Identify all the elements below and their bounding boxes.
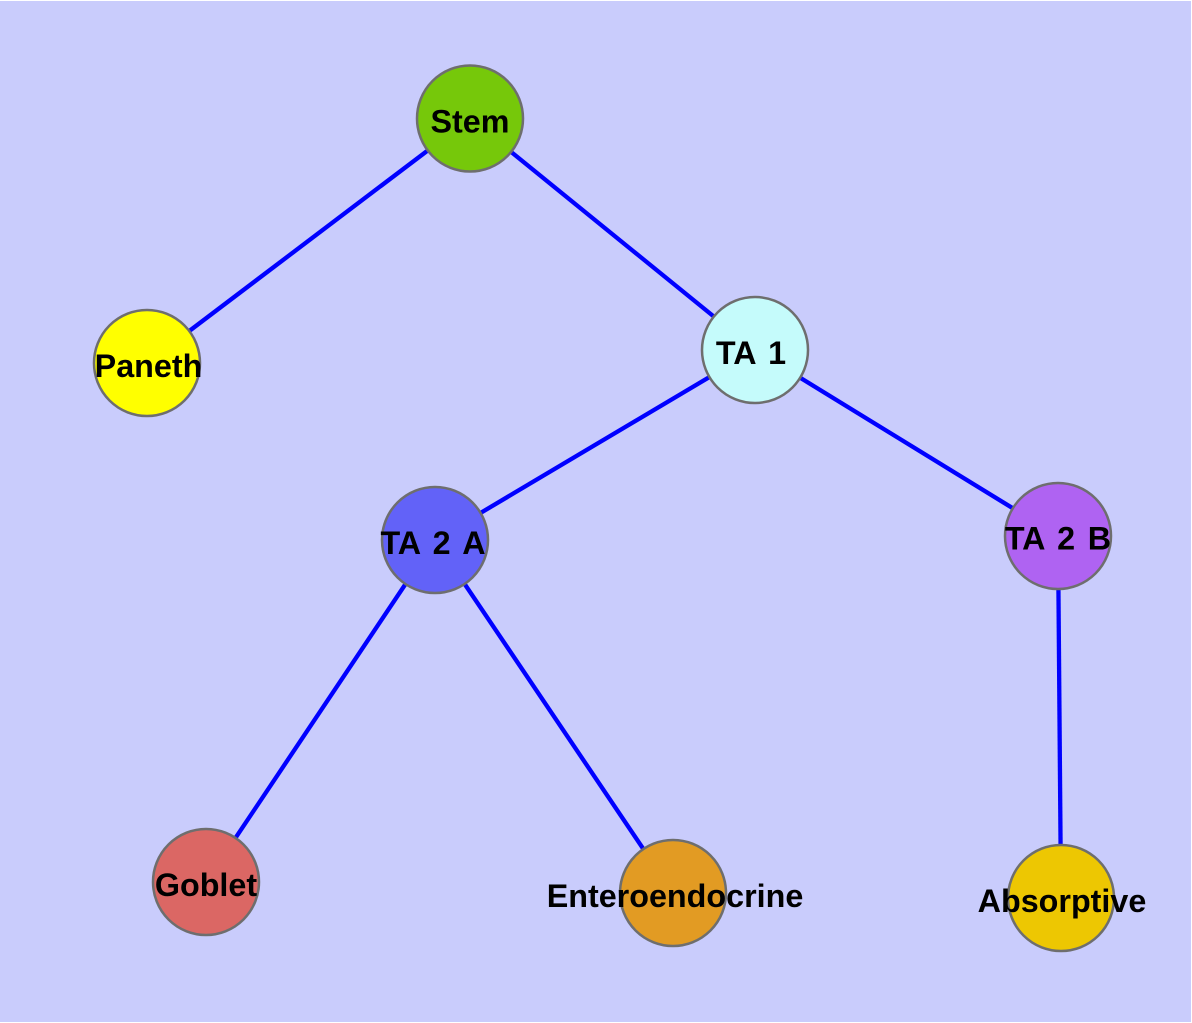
svg-text:TA 2 B: TA 2 B (1005, 521, 1111, 557)
svg-text:TA 1: TA 1 (716, 335, 786, 371)
svg-text:Goblet: Goblet (155, 867, 258, 903)
svg-text:Paneth: Paneth (95, 348, 203, 384)
svg-text:Stem: Stem (431, 104, 510, 140)
svg-text:Absorptive: Absorptive (978, 883, 1147, 919)
svg-text:Enteroendocrine: Enteroendocrine (547, 878, 804, 914)
svg-text:TA 2 A: TA 2 A (380, 525, 485, 561)
